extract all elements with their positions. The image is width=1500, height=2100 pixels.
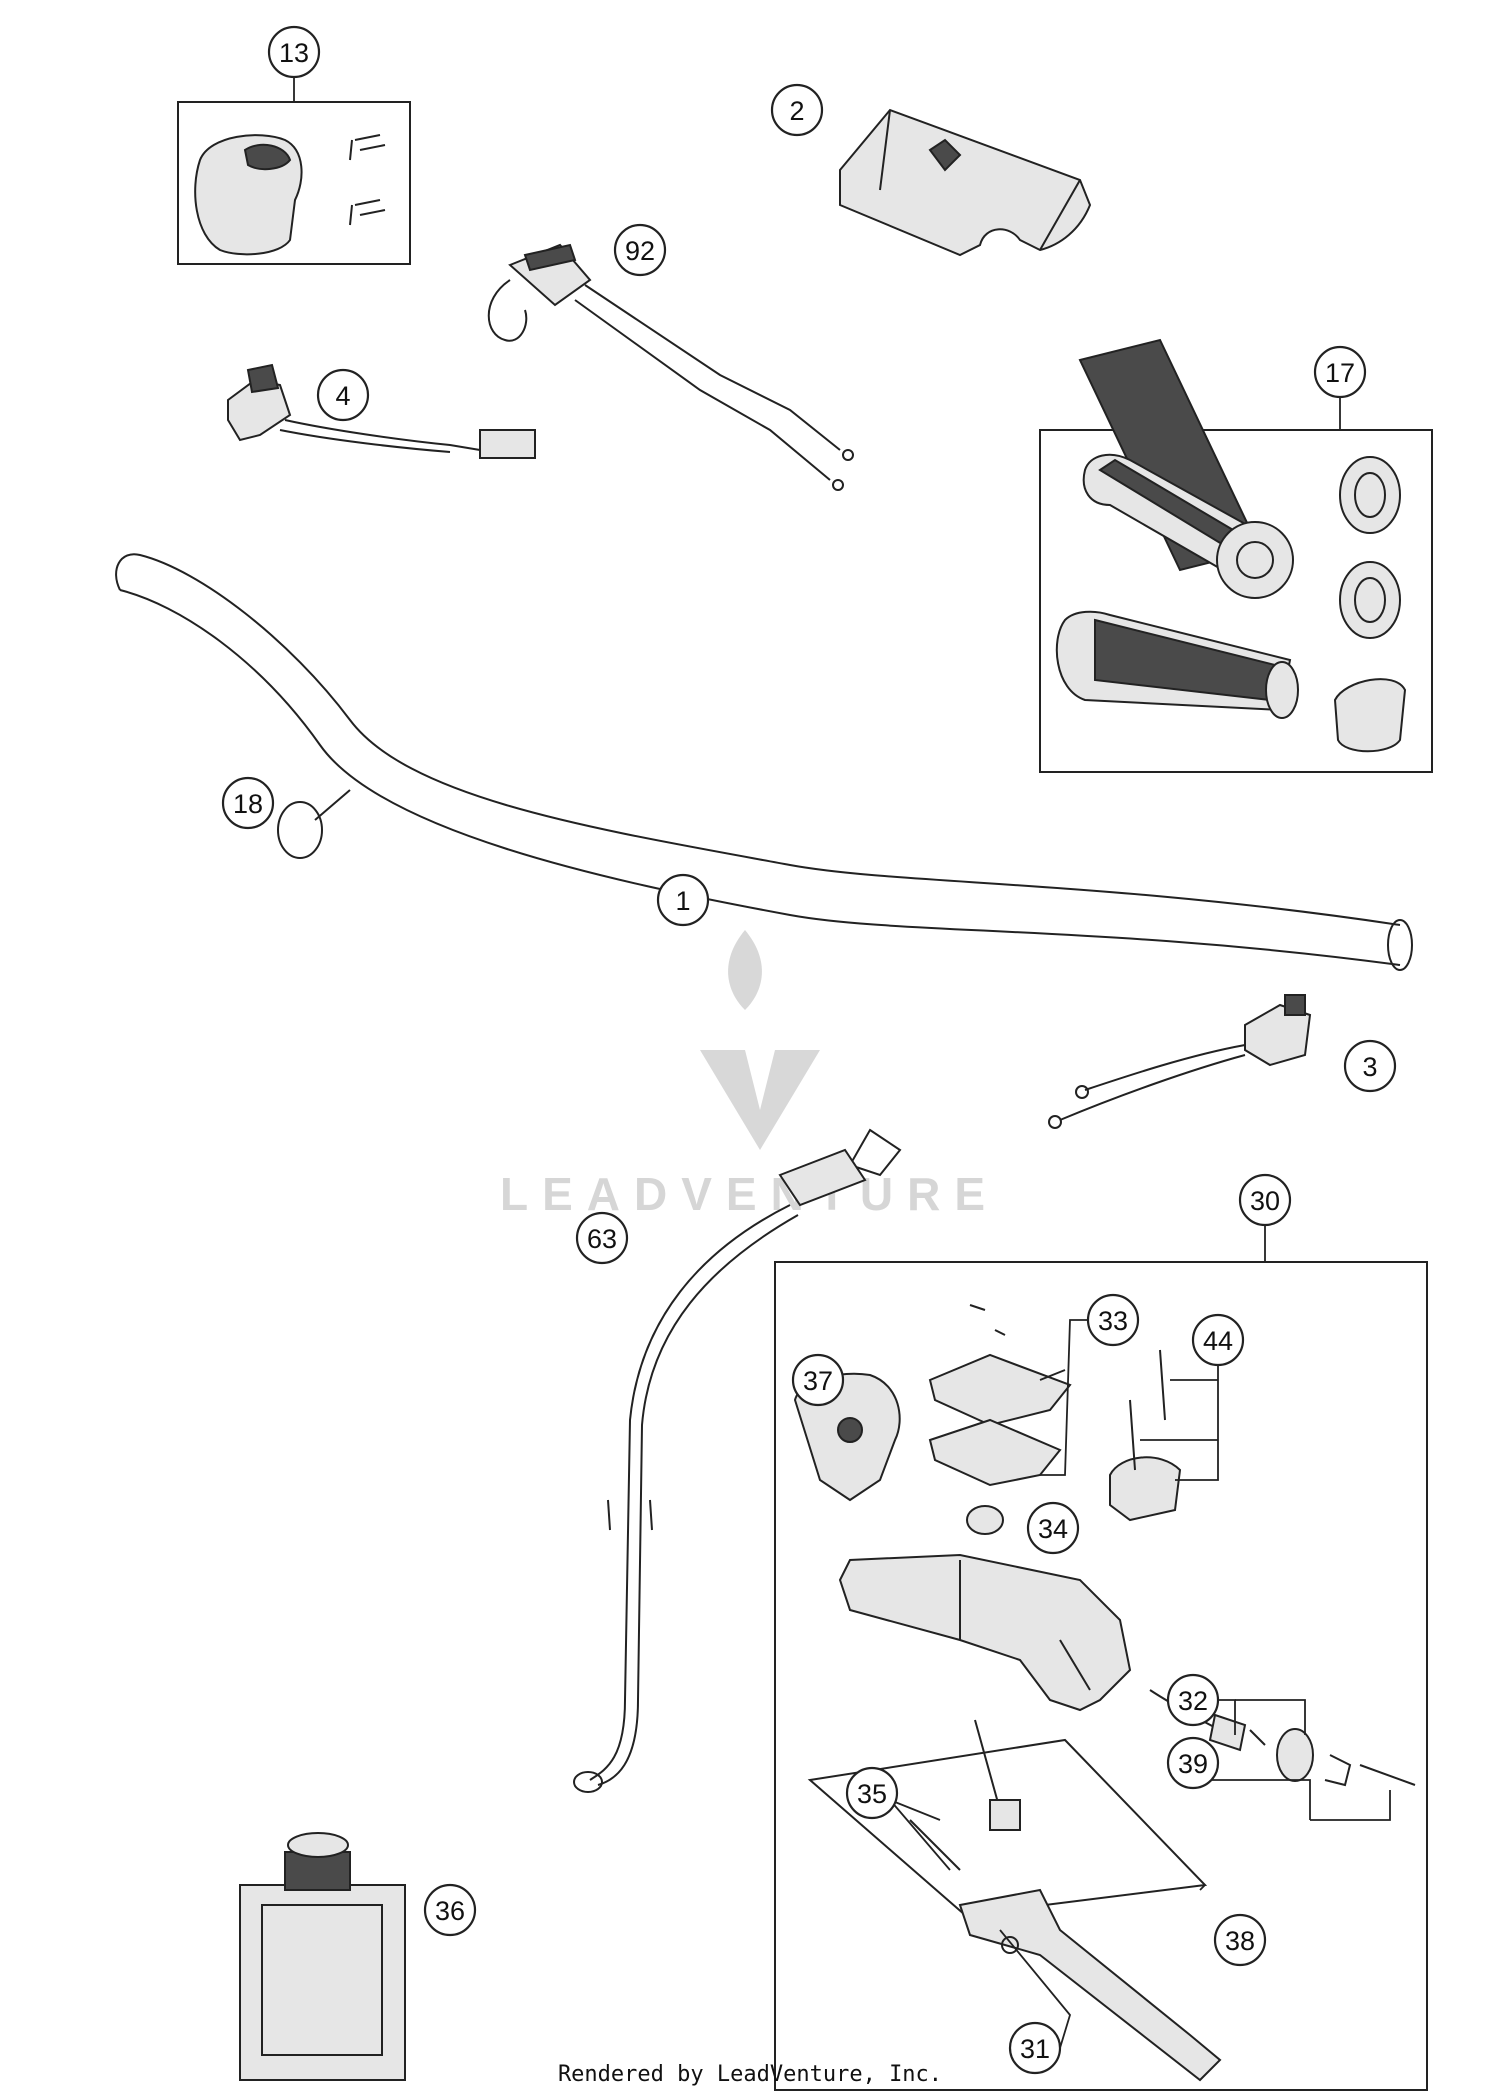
svg-text:32: 32: [1178, 1686, 1208, 1716]
svg-text:37: 37: [803, 1366, 833, 1396]
part-63-clutch-hose: [573, 1128, 902, 1793]
svg-text:18: 18: [233, 789, 263, 819]
callout-92: 92: [613, 223, 667, 277]
svg-text:3: 3: [1362, 1052, 1377, 1082]
svg-text:2: 2: [789, 96, 804, 126]
callout-38: 38: [1213, 1913, 1267, 1967]
callout-13: 13: [267, 25, 321, 79]
svg-text:38: 38: [1225, 1926, 1255, 1956]
watermark-text: LEADVENTURE: [500, 1168, 999, 1220]
render-credit: Rendered by LeadVenture, Inc.: [557, 2062, 943, 2087]
callout-30: 30: [1238, 1173, 1292, 1227]
part-4-kill-switch: [227, 363, 536, 459]
callout-2: 2: [770, 83, 824, 137]
part-30-master-cylinder-assembly: [774, 1261, 1428, 2091]
callout-31: 31: [1008, 2021, 1062, 2075]
svg-text:30: 30: [1250, 1186, 1280, 1216]
part-92-throttle-cables: [487, 243, 854, 491]
part-1-handlebar: [115, 553, 1413, 971]
svg-text:1: 1: [675, 886, 690, 916]
svg-text:39: 39: [1178, 1749, 1208, 1779]
callout-36: 36: [423, 1883, 477, 1937]
svg-text:13: 13: [279, 38, 309, 68]
part-3-switch: [1048, 994, 1312, 1129]
callout-32: 32: [1166, 1673, 1220, 1727]
part-36-brake-fluid: [239, 1832, 406, 2081]
callout-37: 37: [791, 1353, 845, 1407]
callout-63: 63: [575, 1211, 629, 1265]
svg-text:36: 36: [435, 1896, 465, 1926]
callout-34: 34: [1026, 1501, 1080, 1555]
part-17-grip-set: [1039, 338, 1433, 773]
callout-1: 1: [656, 873, 710, 927]
callout-17: 17: [1313, 345, 1367, 399]
callout-18: 18: [221, 776, 275, 830]
callout-3: 3: [1343, 1039, 1397, 1093]
svg-text:17: 17: [1325, 358, 1355, 388]
part-2-handlebar-pad: [839, 108, 1092, 257]
svg-text:92: 92: [625, 236, 655, 266]
svg-text:34: 34: [1038, 1514, 1068, 1544]
svg-text:63: 63: [587, 1224, 617, 1254]
svg-text:35: 35: [857, 1779, 887, 1809]
part-13-switch-kit: [177, 101, 411, 265]
leadventure-watermark: LEADVENTURE: [500, 930, 999, 1220]
part-18-cable-tie: [277, 789, 351, 859]
svg-text:33: 33: [1098, 1306, 1128, 1336]
callout-35: 35: [845, 1766, 899, 1820]
callout-33: 33: [1086, 1293, 1140, 1347]
callout-4: 4: [316, 368, 370, 422]
callout-39: 39: [1166, 1736, 1220, 1790]
svg-text:4: 4: [335, 381, 350, 411]
callout-44: 44: [1191, 1313, 1245, 1367]
svg-text:31: 31: [1020, 2034, 1050, 2064]
svg-text:44: 44: [1203, 1326, 1233, 1356]
